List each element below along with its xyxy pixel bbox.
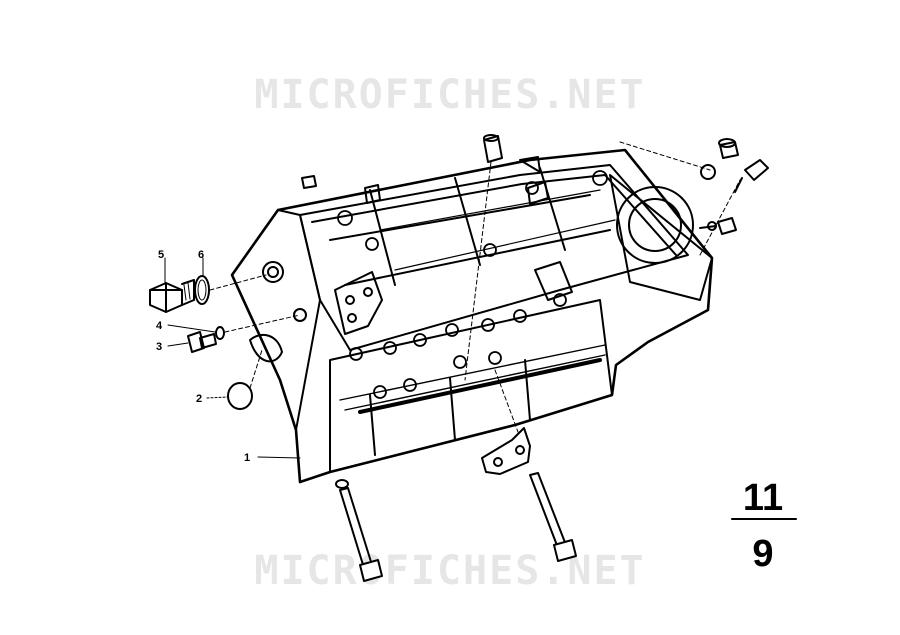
callout-6: 6 (198, 249, 204, 261)
part-5-screw-plug (149, 279, 195, 313)
watermark-bottom: MICROFICHES.NET (254, 548, 646, 594)
figure-number-bottom: 9 (752, 533, 773, 575)
rear-plugs (699, 138, 769, 235)
part-3-bolt (187, 331, 217, 353)
part-2-expansion-plug (227, 382, 253, 410)
callout-leaders (164, 257, 301, 459)
main-bearing-bolt-right (529, 472, 577, 562)
dowel-sleeve-top (483, 134, 503, 163)
watermark-top: MICROFICHES.NET (254, 72, 646, 118)
main-bearing-bolt-left (335, 479, 383, 582)
small-plug (301, 175, 317, 189)
figure-number-top: 11 (743, 477, 783, 519)
callout-5: 5 (158, 249, 164, 261)
callout-3: 3 (156, 341, 162, 353)
callout-4: 4 (156, 320, 163, 332)
part-4-washer (215, 326, 225, 340)
callout-2: 2 (196, 393, 202, 405)
callout-1: 1 (244, 452, 250, 464)
bearing-cap (481, 427, 531, 475)
figure-number: 11 9 (731, 477, 797, 575)
part-6-seal-ring (194, 275, 210, 305)
engine-block (230, 148, 714, 484)
